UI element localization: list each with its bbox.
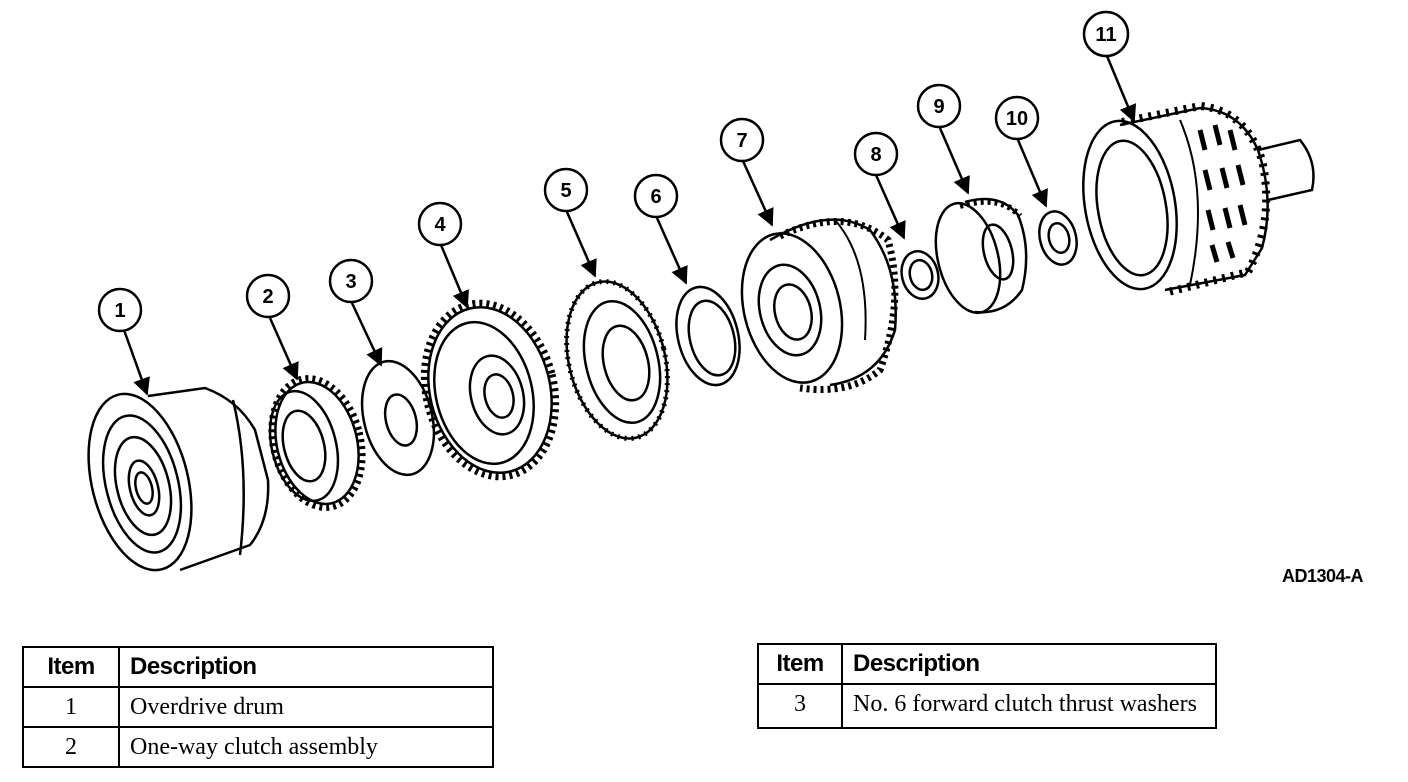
leader-3 [350, 302, 383, 367]
legend-header-row: Item Description [22, 646, 494, 688]
leader-arrows [122, 55, 1137, 396]
callout-circle-5 [543, 167, 589, 213]
callout-1: 1 [114, 300, 125, 322]
table-row: 2 One-way clutch assembly [22, 726, 494, 768]
item-description: No. 6 forward clutch thrust washers [841, 683, 1217, 729]
description-column-header: Description [118, 646, 494, 688]
callout-circle-2 [245, 273, 291, 319]
callout-5: 5 [560, 180, 571, 202]
callout-11: 11 [1095, 24, 1116, 46]
callout-circle-7 [719, 117, 765, 163]
callout-circle-6 [633, 173, 679, 219]
part-5-ring-gear [564, 279, 670, 441]
callout-10: 10 [1006, 108, 1028, 130]
callout-4: 4 [434, 214, 446, 236]
table-row: 1 Overdrive drum [22, 686, 494, 728]
part-10-thrust-bearing [1038, 210, 1078, 266]
callout-3: 3 [345, 271, 356, 293]
item-number: 2 [22, 726, 120, 768]
part-11-input-shell [1082, 101, 1315, 296]
figure-code: AD1304-A [1282, 566, 1364, 586]
item-description: One-way clutch assembly [118, 726, 494, 768]
leader-8 [874, 174, 906, 240]
item-description: Overdrive drum [118, 686, 494, 728]
leader-10 [1016, 139, 1048, 208]
part-8-washer [900, 250, 940, 300]
callout-circle-4 [417, 201, 463, 247]
description-column-header: Description [841, 643, 1217, 685]
leader-4 [439, 244, 469, 309]
callout-8: 8 [870, 144, 881, 166]
part-9-hub [934, 197, 1028, 315]
callout-2: 2 [262, 286, 273, 308]
leader-1 [122, 329, 150, 396]
part-3-thrust-washer [360, 359, 436, 477]
leader-11 [1105, 55, 1137, 123]
part-1-overdrive-drum [87, 386, 270, 572]
callout-circle-10 [994, 95, 1040, 141]
part-2-one-way-clutch [268, 375, 366, 511]
leader-7 [741, 160, 774, 227]
item-column-header: Item [22, 646, 120, 688]
leader-9 [938, 127, 970, 195]
legend-table-right: Item Description 3 No. 6 forward clutch … [757, 643, 1217, 729]
callout-circle-1 [97, 287, 143, 333]
part-4-gear-assembly [420, 299, 560, 481]
callout-6: 6 [650, 186, 661, 208]
leader-2 [268, 317, 299, 381]
callout-circle-8 [853, 131, 899, 177]
part-7-clutch-cylinder [740, 217, 899, 394]
callout-7: 7 [736, 130, 747, 152]
callout-9: 9 [933, 96, 944, 118]
item-number: 3 [757, 683, 843, 729]
legend-table-left: Item Description 1 Overdrive drum 2 One-… [22, 646, 494, 768]
callout-circle-11 [1082, 10, 1130, 58]
callout-circle-9 [916, 83, 962, 129]
leader-5 [565, 211, 597, 278]
table-row: 3 No. 6 forward clutch thrust washers [757, 683, 1217, 729]
callout-circles [97, 10, 1130, 333]
part-6-thrust-washer [675, 285, 741, 387]
item-number: 1 [22, 686, 120, 728]
item-column-header: Item [757, 643, 843, 685]
callout-circle-3 [328, 258, 374, 304]
leader-6 [655, 217, 688, 285]
legend-header-row: Item Description [757, 643, 1217, 685]
